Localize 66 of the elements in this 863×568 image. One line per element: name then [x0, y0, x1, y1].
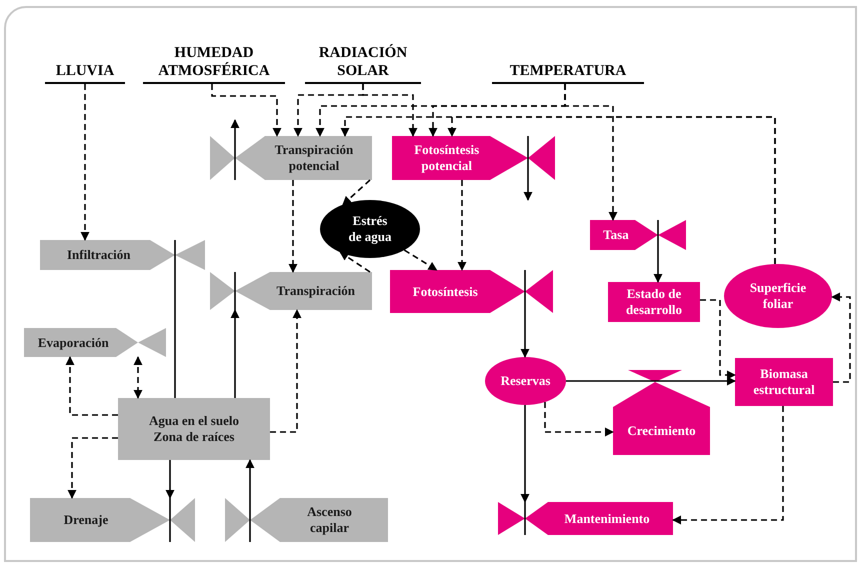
flow-arrow: [230, 119, 240, 136]
dashed-arrow: [700, 299, 736, 380]
dashed-arrow: [340, 252, 370, 273]
stock-ellipse: [485, 357, 566, 405]
flow-valve-box: [40, 240, 205, 270]
dashed-arrow: [66, 356, 118, 416]
node-label: Mantenimiento: [564, 510, 650, 526]
dashed-arrow: [448, 116, 776, 264]
flow-valve-box: [590, 220, 686, 250]
variable-heading: LLUVIA: [45, 58, 125, 84]
dashed-arrow: [270, 309, 302, 433]
flow-valve-box: [390, 270, 553, 313]
auxiliary-ellipse: [724, 264, 832, 328]
dashed-arrow: [544, 402, 614, 436]
node-label: Estado de desarrollo: [624, 286, 684, 318]
dashed-arrow: [342, 179, 371, 206]
flow-valve-box: [30, 498, 195, 542]
dashed-arrow: [211, 84, 282, 137]
dashed-arrow: [68, 437, 118, 499]
node-label: Transpiración potencial: [274, 142, 354, 174]
dashed-arrow: [672, 406, 784, 524]
dashed-arrow: [564, 84, 618, 221]
flow-valve-box: [498, 502, 673, 535]
variable-heading: RADIACIÓN SOLAR: [305, 38, 421, 84]
dashed-arrow: [831, 292, 851, 383]
dashed-arrow: [404, 249, 438, 271]
flow-valve-box: [392, 136, 555, 180]
node-label: Drenaje: [64, 512, 108, 528]
flow-arrow: [166, 460, 174, 499]
flow-line: [174, 270, 176, 398]
node-label: Crecimiento: [627, 423, 696, 439]
stock-box: [118, 398, 270, 460]
node-label: Transpiración: [276, 283, 355, 299]
node-label: Evaporación: [38, 334, 109, 350]
variable-heading: TEMPERATURA: [492, 60, 644, 84]
node-label: Reservas: [500, 373, 550, 389]
flow-arrow: [520, 405, 530, 503]
flow-arrow: [654, 250, 662, 283]
process-box: [608, 282, 700, 322]
flow-arrow: [246, 459, 254, 498]
flow-arrow: [230, 309, 240, 398]
node-label: Tasa: [603, 227, 629, 243]
node-label: Infiltración: [66, 247, 131, 263]
flow-arrow: [566, 376, 736, 386]
flow-valve-box: [210, 272, 372, 310]
dashed-arrow: [134, 356, 142, 399]
dashed-arrow: [288, 180, 298, 273]
flow-arrow: [520, 313, 530, 358]
node-label: Biomasa estructural: [752, 366, 816, 398]
node-label: Fotosíntesis potencial: [413, 142, 480, 174]
flow-valve-box: [613, 370, 710, 455]
flow-valve-box: [225, 498, 388, 542]
dashed-arrow: [362, 84, 418, 137]
auxiliary-ellipse: [320, 200, 420, 258]
node-label: Agua en el suelo Zona de raíces: [148, 413, 240, 445]
node-label: Ascenso capilar: [306, 504, 353, 536]
node-label: Estrés de agua: [348, 213, 392, 245]
flow-valve-box: [210, 136, 372, 180]
node-label: Superficie foliar: [748, 280, 808, 312]
variable-heading: HUMEDAD ATMOSFÉRICA: [143, 38, 285, 84]
dashed-arrow: [458, 180, 466, 271]
node-label: Fotosíntesis: [412, 284, 478, 300]
flow-valve-box: [24, 328, 166, 357]
dashed-arrow: [80, 84, 90, 241]
flow-arrow: [524, 180, 532, 201]
stock-box: [735, 358, 833, 406]
